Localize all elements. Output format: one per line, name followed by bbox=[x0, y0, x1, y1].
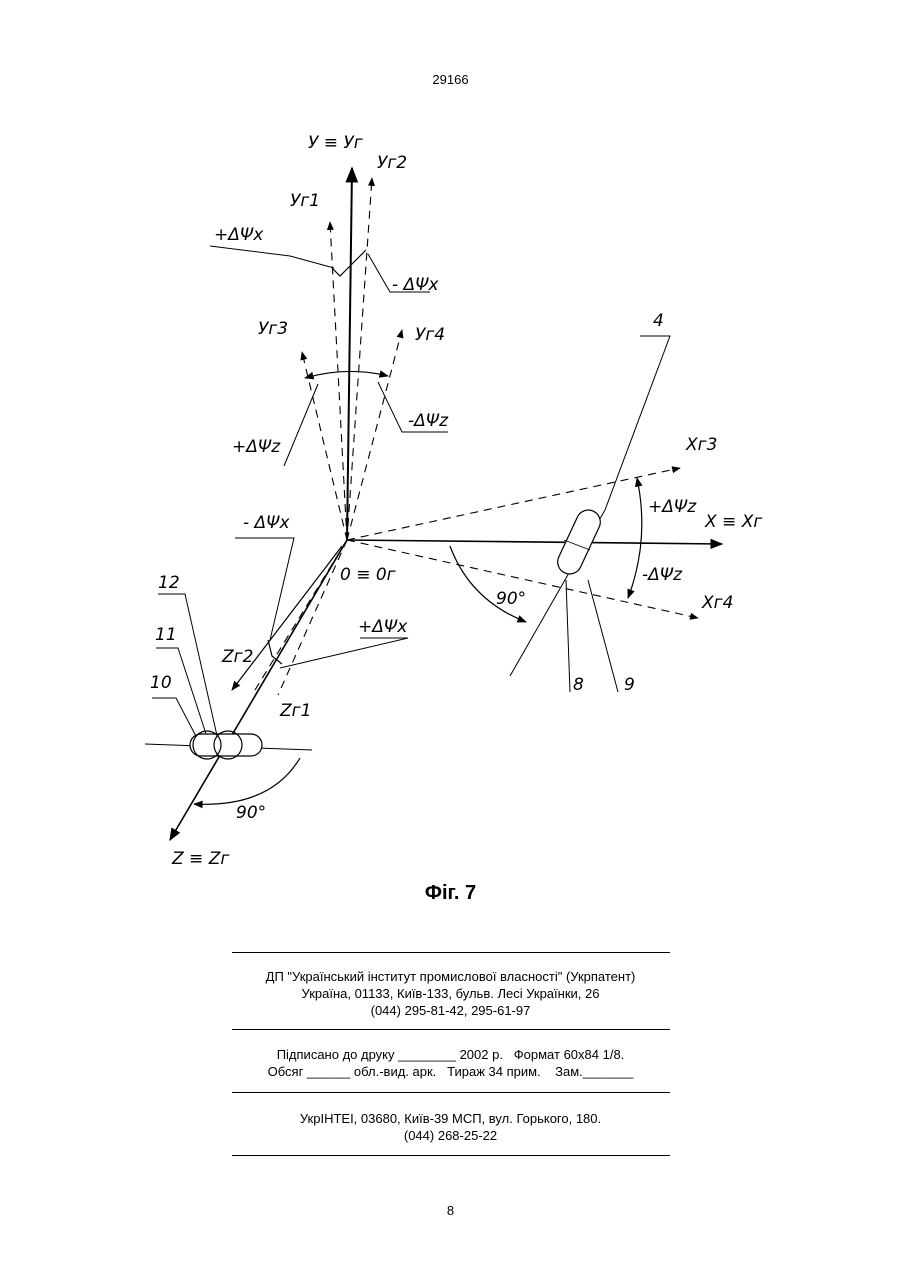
label-angle-90-right: 90° bbox=[496, 589, 526, 609]
label-ref-9: 9 bbox=[624, 675, 635, 695]
org-line-2: Україна, 01133, Київ-133, бульв. Лесі Ук… bbox=[0, 985, 901, 1002]
angle-90-right-arc bbox=[450, 546, 526, 622]
publisher-line-2: (044) 268-25-22 bbox=[0, 1127, 901, 1144]
figure-caption: Фіг. 7 bbox=[0, 882, 901, 905]
x-axis-line bbox=[347, 540, 722, 544]
y-g3-line bbox=[302, 352, 347, 540]
publisher-line-1: УкрІНТЕІ, 03680, Київ-39 МСП, вул. Горьк… bbox=[0, 1110, 901, 1127]
label-ref-4: 4 bbox=[653, 311, 664, 331]
divider-3 bbox=[232, 1092, 670, 1093]
page-number: 8 bbox=[0, 1203, 901, 1218]
dphi-x-bottom-arc bbox=[268, 640, 282, 664]
org-line-1: ДП "Український інститут промислової вла… bbox=[0, 968, 901, 985]
org-line-3: (044) 295-81-42, 295-61-97 bbox=[0, 1002, 901, 1019]
label-minus-dphi-x-top: - ΔΨx bbox=[392, 275, 440, 295]
label-plus-dphi-z-right: +ΔΨz bbox=[648, 497, 697, 517]
label-minus-dphi-z-top: -ΔΨz bbox=[408, 411, 449, 431]
figure-labels: У ≡ Уг Уг2 Уг1 +ΔΨx - ΔΨx Уг3 Уг4 -ΔΨz +… bbox=[150, 133, 762, 869]
dphi-z-top-arc bbox=[305, 371, 388, 378]
label-angle-90-bottom: 90° bbox=[236, 803, 266, 823]
label-x-g3: Хг3 bbox=[685, 435, 717, 455]
label-x-axis: Х ≡ Хг bbox=[704, 512, 762, 532]
rotated-axes bbox=[255, 178, 698, 695]
imprint-print-info: Підписано до друку ________ 2002 р. Форм… bbox=[0, 1046, 901, 1080]
label-y-g4: Уг4 bbox=[415, 325, 445, 345]
label-ref-10: 10 bbox=[150, 673, 172, 693]
angle-90-bottom-arc bbox=[194, 758, 300, 804]
label-x-g4: Хг4 bbox=[701, 593, 733, 613]
imprint-organization: ДП "Український інститут промислової вла… bbox=[0, 968, 901, 1019]
y-axis-line bbox=[347, 168, 352, 540]
x-g3-line bbox=[347, 468, 680, 540]
divider-2 bbox=[232, 1029, 670, 1030]
divider-1 bbox=[232, 952, 670, 953]
label-y-g1: Уг1 bbox=[290, 191, 320, 211]
label-ref-12: 12 bbox=[158, 573, 180, 593]
dphi-x-top-arc bbox=[332, 250, 366, 276]
label-origin: 0 ≡ 0г bbox=[340, 565, 396, 585]
y-g1-line bbox=[330, 222, 347, 540]
label-y-axis: У ≡ Уг bbox=[308, 133, 363, 153]
label-z-g1: Zг1 bbox=[279, 701, 311, 721]
label-y-g3: Уг3 bbox=[258, 319, 288, 339]
label-z-g2: Zг2 bbox=[221, 647, 253, 667]
print-line-1: Підписано до друку ________ 2002 р. Форм… bbox=[0, 1046, 901, 1063]
label-ref-8: 8 bbox=[573, 675, 584, 695]
label-y-g2: Уг2 bbox=[377, 153, 407, 173]
print-line-2: Обсяг ______ обл.-вид. арк. Тираж 34 при… bbox=[0, 1063, 901, 1080]
label-ref-11: 11 bbox=[155, 625, 177, 645]
label-plus-dphi-x-top: +ΔΨx bbox=[214, 225, 264, 245]
dphi-z-right-arc bbox=[628, 478, 642, 598]
technical-drawing: У ≡ Уг Уг2 Уг1 +ΔΨx - ΔΨx Уг3 Уг4 -ΔΨz +… bbox=[0, 0, 901, 900]
y-g4-line bbox=[347, 330, 402, 540]
label-minus-dphi-z-right: -ΔΨz bbox=[642, 565, 683, 585]
label-minus-dphi-x-left: - ΔΨx bbox=[243, 513, 291, 533]
label-z-axis: Z ≡ Zг bbox=[171, 849, 229, 869]
label-plus-dphi-z-top: +ΔΨz bbox=[232, 437, 281, 457]
sensor-assembly-bottom bbox=[145, 731, 312, 759]
divider-4 bbox=[232, 1155, 670, 1156]
imprint-publisher: УкрІНТЕІ, 03680, Київ-39 МСП, вул. Горьк… bbox=[0, 1110, 901, 1144]
label-plus-dphi-x-bottom: +ΔΨx bbox=[358, 617, 408, 637]
